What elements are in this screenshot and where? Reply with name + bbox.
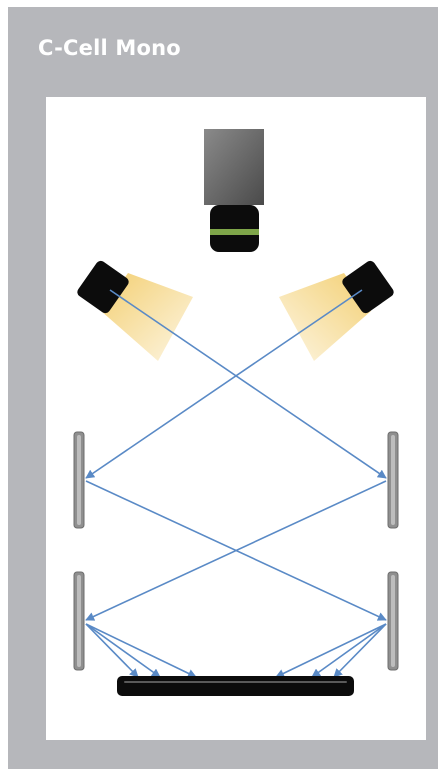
light-source-icon [77, 260, 193, 361]
ray [85, 623, 139, 678]
mirror-icon [387, 571, 399, 671]
light-beam-left [101, 273, 193, 361]
light-beam-right [279, 273, 371, 361]
light-housing-left [77, 260, 129, 314]
camera-lens-ring [210, 229, 259, 235]
mirror-icon [387, 431, 399, 529]
ray [85, 289, 363, 479]
mirror-lower-inner-left [77, 575, 81, 667]
panel-title: C-Cell Mono [38, 36, 181, 60]
mirror-upper-inner-left [77, 435, 81, 525]
sample-plate [117, 676, 354, 696]
ray [85, 480, 387, 621]
camera-icon [204, 129, 264, 252]
camera-body [204, 129, 264, 205]
ray [109, 289, 387, 479]
mirror-upper-inner-right [391, 435, 395, 525]
light-rays [85, 289, 387, 678]
sample-plate-icon [117, 676, 354, 696]
mirror-lower-inner-right [391, 575, 395, 667]
ray [333, 623, 387, 678]
optical-path-diagram [73, 129, 399, 696]
mirror-icon [73, 431, 85, 529]
light-housing-right [342, 260, 394, 314]
ray [275, 623, 387, 678]
ray [85, 623, 161, 678]
diagram-stage [46, 97, 426, 740]
camera-lens [210, 205, 259, 252]
mirror-icon [73, 571, 85, 671]
ray [311, 623, 387, 678]
ray [85, 623, 197, 678]
light-source-icon [279, 260, 394, 361]
diagram-panel: C-Cell Mono [8, 7, 438, 769]
sample-plate-highlight [124, 681, 347, 683]
